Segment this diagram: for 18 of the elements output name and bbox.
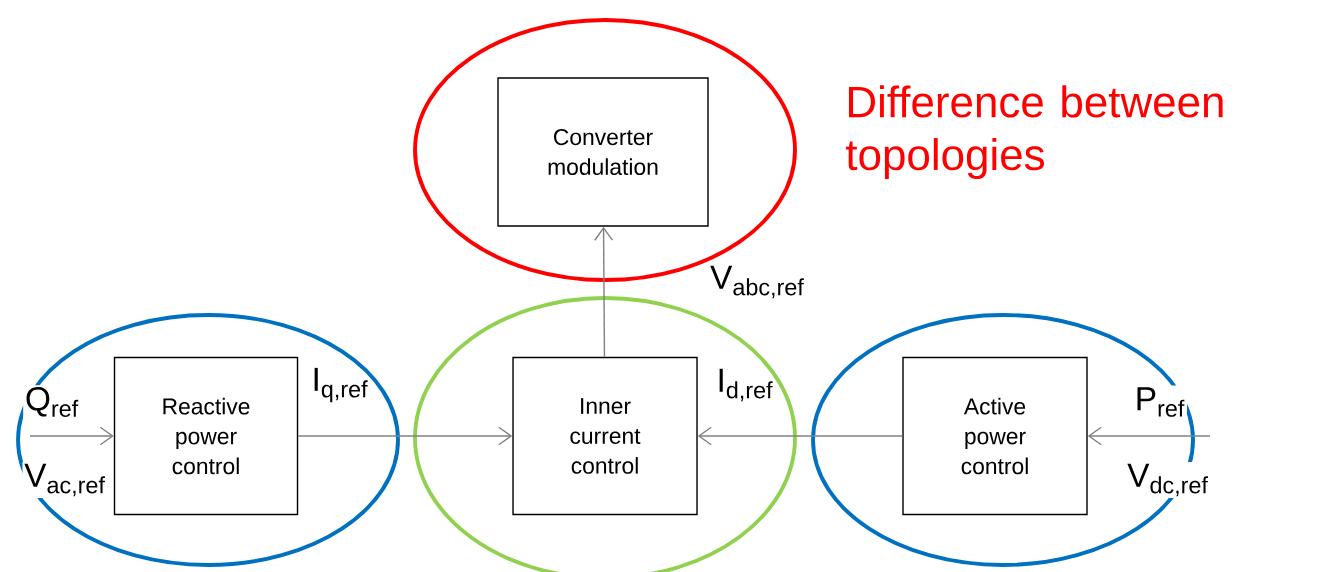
edge-label: I$_{d,ref}$	[719, 368, 773, 402]
block-box: Inner current control	[512, 356, 698, 516]
arrow	[697, 426, 903, 446]
signal-label: V$_{dc,ref}$	[1125, 462, 1211, 498]
arrow	[297, 426, 513, 446]
note-text: Difference between topologies	[846, 85, 1223, 179]
block-box: Active power control	[902, 356, 1088, 516]
highlight-ellipse	[16, 313, 400, 567]
signal-label: P$_{ref}$	[1133, 385, 1187, 419]
signal-label: V$_{ac,ref}$	[22, 462, 108, 498]
arrow	[29, 426, 114, 446]
signal-label: Q$_{ref}$	[23, 385, 81, 419]
arrow	[594, 226, 614, 358]
edge-label: V$_{abc,ref}$	[710, 265, 804, 299]
edge-label: I$_{q,ref}$	[314, 367, 368, 403]
arrow	[1087, 426, 1211, 446]
block-box: Converter modulation	[497, 77, 709, 227]
block-box: Reactive power control	[113, 356, 299, 516]
